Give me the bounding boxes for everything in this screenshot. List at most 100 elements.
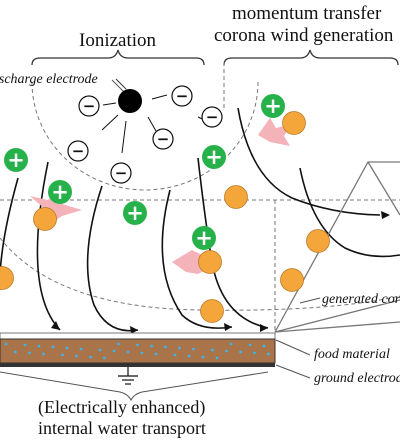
arrowhead [51,321,60,330]
airflow-curve [299,167,400,258]
wedge-ray [274,299,400,333]
water-molecule [198,250,222,274]
caption-line-2: internal water transport [38,418,206,438]
water-dot [229,342,233,346]
ionization-brace [31,49,205,66]
water-dot [201,355,205,359]
water-molecule [33,207,57,231]
svg-text:−: − [206,108,219,126]
water-molecule [306,229,330,253]
water-dot [164,345,167,349]
arrowhead [224,323,232,331]
water-dot [112,349,116,353]
water-dot [215,356,219,360]
svg-text:−: − [115,164,128,182]
water-molecule [282,111,306,135]
negative-ion: − [152,128,174,150]
ground-electrode-label: ground electrode [314,371,400,386]
water-dot [61,353,64,357]
positive-ion: + [261,94,285,118]
svg-text:+: + [205,145,223,169]
negative-ion: − [67,140,89,162]
food-material-layer [0,338,276,364]
ion-arrow [101,114,119,131]
arrowhead [260,324,268,332]
ion-arrow [151,94,168,100]
water-dot [187,354,191,358]
water-dot [37,344,41,348]
discharge-electrode [118,89,142,113]
positive-ion: + [123,201,147,225]
water-dots [4,342,270,360]
water-dot [140,351,144,355]
water-dot [150,344,153,348]
water-dot [79,347,83,351]
water-molecules [0,111,330,323]
svg-text:−: − [176,87,189,105]
water-dot [192,347,195,351]
negative-ions: −−−−−− [67,85,223,184]
water-dot [178,346,181,350]
negative-ion: − [78,95,100,117]
negative-ion: − [201,106,223,128]
water-dot [75,354,78,358]
positive-ion: + [192,226,216,250]
svg-text:+: + [195,226,213,250]
water-dot [126,350,130,354]
negative-ion: − [171,85,193,107]
momentum-brace [223,49,399,66]
water-molecule [200,299,224,323]
wedge-base [274,321,400,333]
leader-line [275,339,311,356]
ion-arrow [102,102,117,106]
water-dot [42,352,45,356]
collision-burst [258,118,292,146]
water-dot [65,346,69,350]
water-dot [4,342,8,346]
discharge-electrode-label: discharge electrode [0,72,98,87]
ground-electrode-plate [0,363,275,367]
svg-text:−: − [157,130,170,148]
leader-line [111,79,125,93]
negative-ion: − [110,162,132,184]
water-dot [154,352,158,356]
airflow-curve [161,189,233,329]
corona-wind-generation-header: corona wind generation [214,25,394,46]
positive-ion: + [48,180,72,204]
ionization-region [31,81,259,191]
wedge-ray [367,161,400,216]
water-dot [51,345,55,349]
water-dot [248,343,252,347]
leader-line [275,364,311,379]
water-dot [28,351,31,355]
arrowhead [381,211,390,219]
electrode-plate [0,332,276,340]
ionization-header: Ionization [79,30,157,51]
generated-corona-wind-label: generated corona wind [322,292,400,307]
internal-transport-brace [0,371,269,402]
positive-ion: + [202,145,226,169]
water-dot [262,344,266,348]
ion-arrow [147,116,157,132]
water-dot [173,353,177,357]
water-molecule [0,266,14,290]
leader-line [299,297,321,304]
food-material-label: food material [314,347,390,362]
svg-text:+: + [264,94,282,118]
caption-line-1: (Electrically enhanced) [38,397,206,417]
svg-text:−: − [72,142,85,160]
ion-arrow [121,120,127,154]
water-dot [267,352,270,356]
svg-text:−: − [83,97,96,115]
airflow-curve [86,185,139,332]
water-molecule [280,268,304,292]
airflow-curve [0,177,19,276]
positive-ion: + [4,148,28,172]
water-dot [89,355,92,359]
collision-burst [30,190,82,224]
svg-text:+: + [126,201,144,225]
momentum-transfer-header: momentum transfer [232,3,382,24]
water-dot [211,348,214,352]
water-molecule [224,185,248,209]
